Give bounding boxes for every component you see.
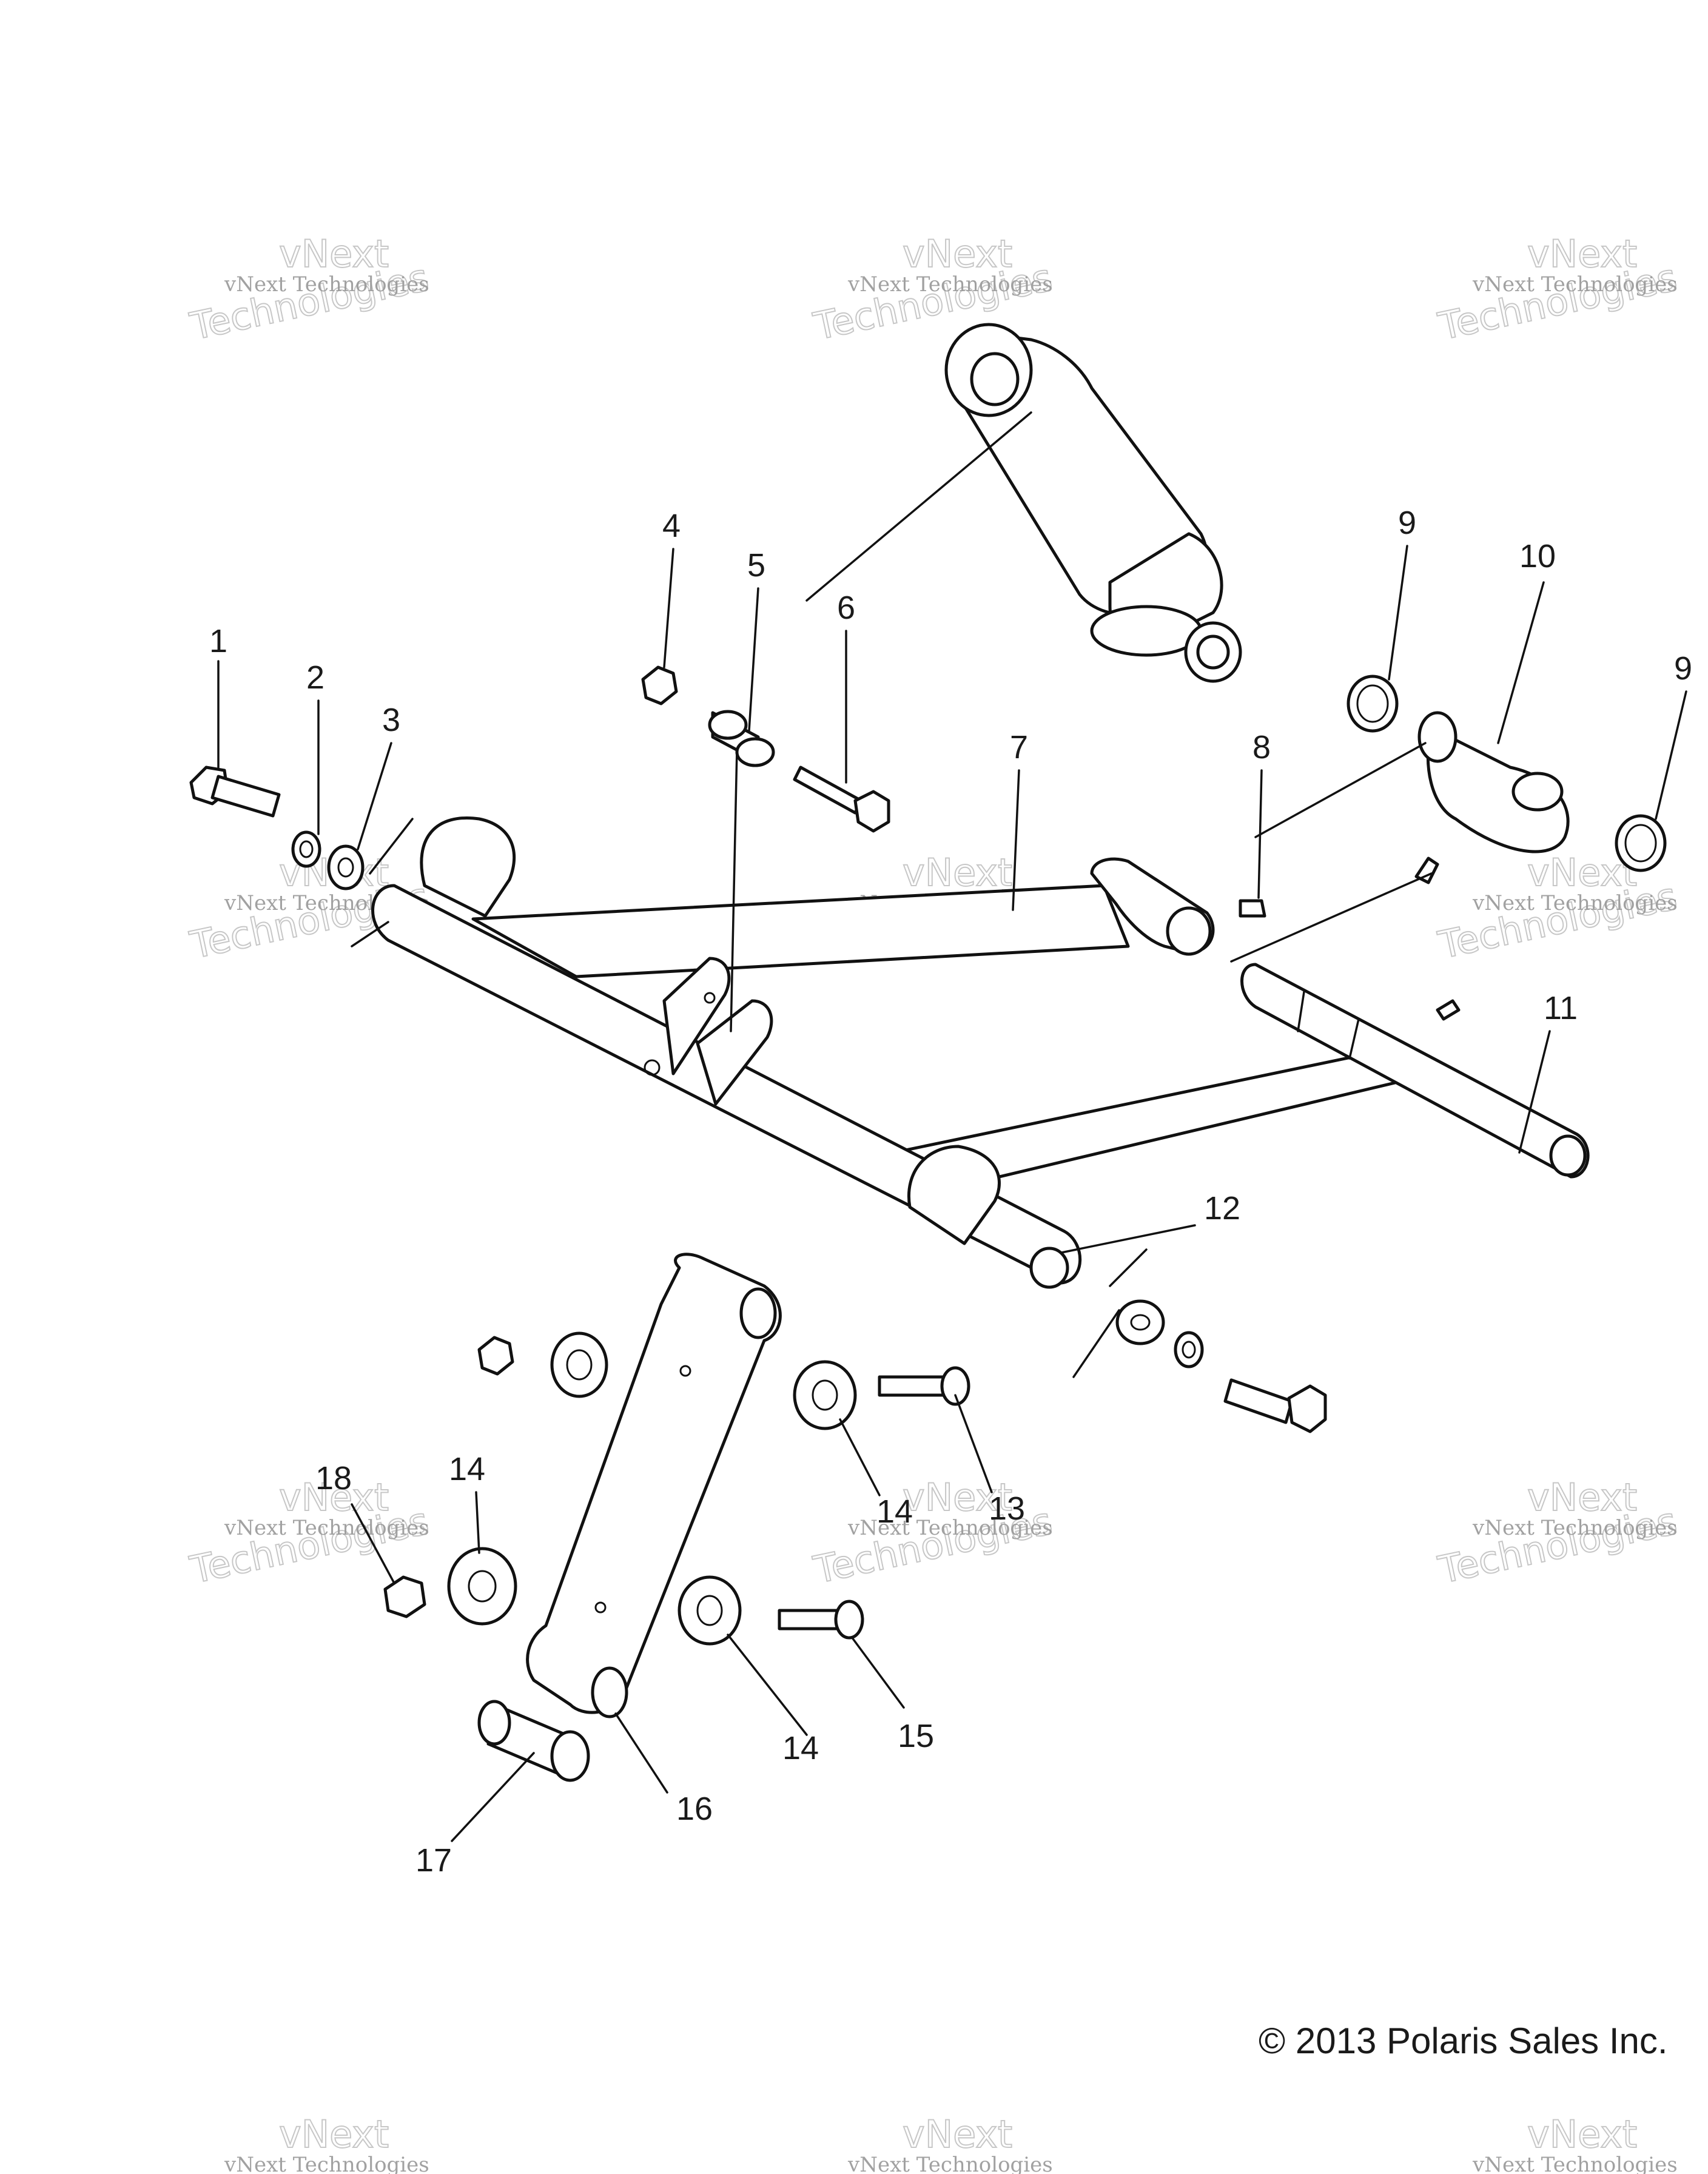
svg-text:vNext: vNext: [1527, 2112, 1637, 2156]
callout-12: 12: [1204, 1190, 1240, 1227]
callout-9b: 9: [1674, 650, 1692, 687]
callout-3: 3: [382, 702, 400, 738]
callout-6: 6: [837, 590, 855, 626]
watermark: vNext vNext Technologies: [1472, 2112, 1678, 2174]
svg-text:vNext Technologies: vNext Technologies: [224, 2153, 429, 2174]
svg-text:vNext: vNext: [279, 2112, 389, 2156]
callout-16: 16: [676, 1791, 713, 1827]
callout-17: 17: [415, 1842, 452, 1879]
callout-14c: 14: [782, 1730, 819, 1766]
watermark: vNext vNext Technologies Technologies: [186, 1475, 433, 1593]
watermark: vNext vNext Technologies: [224, 2112, 429, 2174]
svg-text:vNext Technologies: vNext Technologies: [1472, 1516, 1678, 1540]
svg-text:vNext: vNext: [903, 2112, 1012, 2156]
svg-text:vNext Technologies: vNext Technologies: [847, 1516, 1053, 1540]
callout-2: 2: [306, 659, 324, 696]
svg-text:vNext Technologies: vNext Technologies: [1472, 891, 1678, 915]
watermark: vNext vNext Technologies: [847, 2112, 1053, 2174]
callout-11: 11: [1544, 990, 1578, 1026]
svg-text:vNext Technologies: vNext Technologies: [847, 2153, 1053, 2174]
svg-text:vNext: vNext: [903, 1475, 1012, 1519]
svg-text:vNext: vNext: [1527, 1475, 1637, 1519]
svg-text:vNext: vNext: [279, 232, 389, 276]
callout-1: 1: [209, 623, 227, 659]
hardware-parts: [189, 665, 1667, 1782]
watermark: vNext vNext Technologies Technologies: [1434, 1475, 1681, 1593]
callout-8: 8: [1252, 729, 1271, 766]
svg-text:vNext Technologies: vNext Technologies: [1472, 272, 1678, 297]
copyright-notice: © 2013 Polaris Sales Inc.: [1259, 2021, 1668, 2061]
callout-13: 13: [989, 1490, 1025, 1527]
swing-arm-frame: [371, 816, 1590, 1289]
svg-text:vNext: vNext: [1527, 232, 1637, 276]
svg-text:vNext Technologies: vNext Technologies: [224, 272, 429, 297]
svg-text:vNext Technologies: vNext Technologies: [847, 272, 1053, 297]
watermark: vNext vNext Technologies Technologies: [186, 231, 433, 349]
callout-7: 7: [1010, 729, 1028, 766]
callout-15: 15: [898, 1718, 934, 1754]
callout-18: 18: [315, 1460, 352, 1496]
callout-4: 4: [662, 508, 681, 544]
callout-14a: 14: [876, 1493, 913, 1530]
leader-lines: [217, 411, 1687, 1842]
shock-absorber: [944, 323, 1242, 683]
svg-text:vNext Technologies: vNext Technologies: [1472, 2153, 1678, 2174]
callout-labels: 1 2 3 4 5 6 7 8 9 9 10 11 12 13 14 14 14…: [209, 505, 1692, 1879]
callout-5: 5: [747, 547, 765, 584]
watermark: vNext vNext Technologies Technologies: [809, 231, 1057, 349]
callout-14b: 14: [449, 1451, 485, 1487]
svg-text:vNext Technologies: vNext Technologies: [224, 1516, 429, 1540]
callout-9a: 9: [1398, 505, 1416, 541]
watermark: vNext vNext Technologies Technologies: [1434, 231, 1681, 349]
svg-text:vNext: vNext: [279, 1475, 389, 1519]
svg-text:vNext: vNext: [903, 850, 1012, 895]
callout-10: 10: [1519, 538, 1556, 574]
svg-text:vNext: vNext: [903, 232, 1012, 276]
